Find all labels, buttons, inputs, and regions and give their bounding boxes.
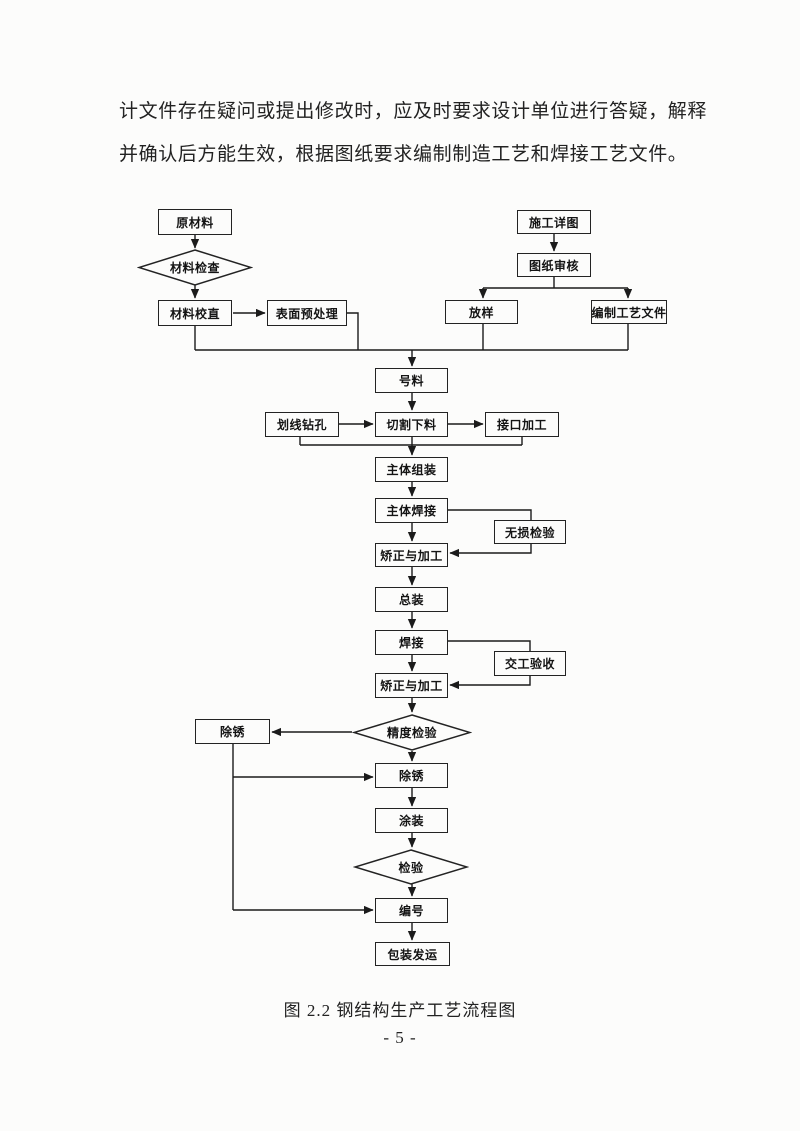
node-derust: 除锈	[375, 763, 448, 788]
node-precision-check: 精度检验	[352, 714, 472, 751]
node-line-drill: 划线钻孔	[265, 412, 339, 437]
node-label: 精度检验	[386, 726, 437, 740]
node-lofting: 放样	[445, 300, 518, 324]
node-material-straighten: 材料校直	[158, 300, 232, 326]
figure-caption: 图 2.2 钢结构生产工艺流程图	[283, 1001, 517, 1020]
node-construction-drawing: 施工详图	[517, 210, 591, 234]
node-final-assembly: 总装	[375, 587, 448, 612]
node-welding: 焊接	[375, 630, 448, 655]
node-main-assembly: 主体组装	[375, 457, 448, 482]
node-surface-pretreat: 表面预处理	[267, 300, 347, 326]
node-numbering: 编号	[375, 898, 448, 923]
node-marking: 号料	[375, 368, 448, 393]
node-pack-ship: 包装发运	[375, 942, 450, 966]
node-label: 检验	[398, 860, 424, 875]
node-label: 材料检查	[169, 261, 220, 275]
node-correction-2: 矫正与加工	[375, 673, 448, 698]
node-process-docs: 编制工艺文件	[591, 300, 667, 324]
node-correction-1: 矫正与加工	[375, 543, 448, 567]
node-raw-material: 原材料	[158, 209, 232, 235]
node-painting: 涂装	[375, 808, 448, 833]
node-main-welding: 主体焊接	[375, 498, 448, 523]
node-inspection: 检验	[353, 849, 469, 885]
page-number: - 5 -	[383, 1028, 417, 1047]
body-paragraph: 计文件存在疑问或提出修改时，应及时要求设计单位进行答疑，解释 并确认后方能生效，…	[119, 100, 709, 186]
paragraph-line: 并确认后方能生效，根据图纸要求编制制造工艺和焊接工艺文件。	[119, 144, 688, 165]
node-joint-process: 接口加工	[485, 412, 559, 437]
node-ndt: 无损检验	[494, 520, 566, 544]
diamond-shape	[352, 714, 472, 751]
node-handover-accept: 交工验收	[494, 651, 566, 676]
node-drawing-review: 图纸审核	[517, 253, 591, 277]
diamond-shape	[353, 849, 469, 885]
paragraph-line: 计文件存在疑问或提出修改时，应及时要求设计单位进行答疑，解释	[119, 101, 708, 122]
node-material-check: 材料检查	[137, 249, 253, 286]
node-derust-rework: 除锈	[195, 719, 270, 744]
node-cutting: 切割下料	[375, 412, 448, 437]
diamond-shape	[137, 249, 253, 286]
